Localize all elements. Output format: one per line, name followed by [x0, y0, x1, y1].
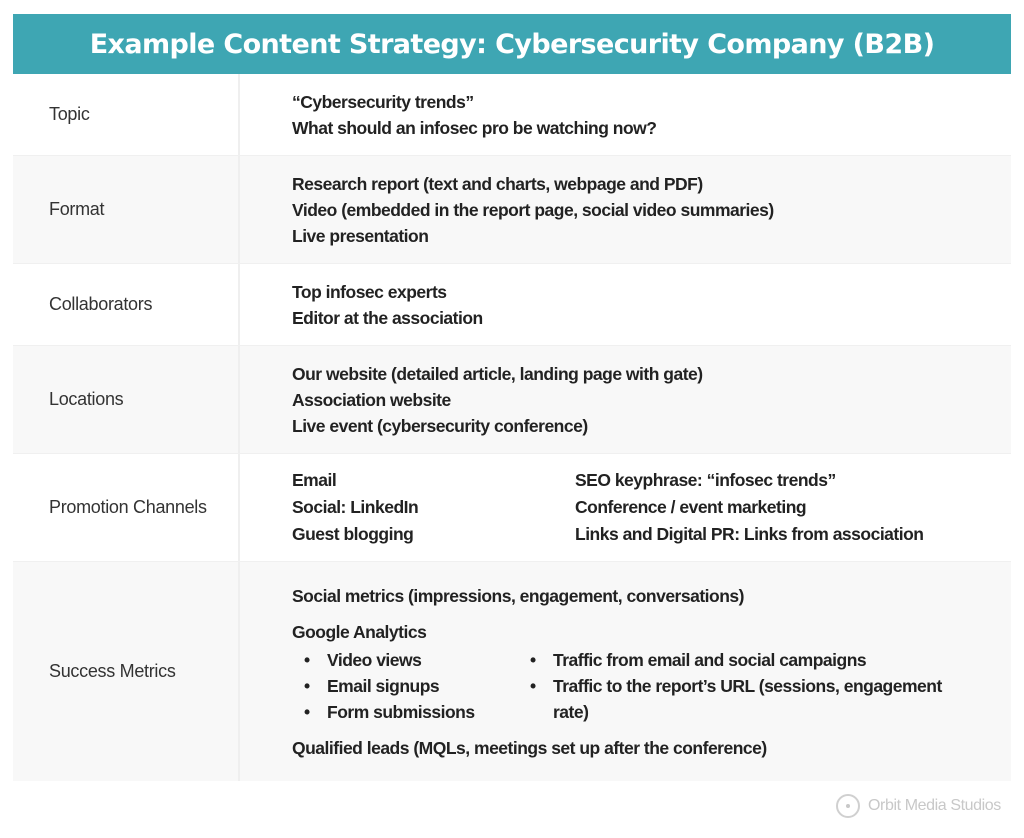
row-label: Topic [13, 74, 240, 155]
content-line: Editor at the association [292, 307, 483, 328]
ga-list-2: Traffic from email and social campaigns … [518, 647, 958, 725]
content-line: Our website (detailed article, landing p… [292, 363, 703, 384]
row-label: Promotion Channels [13, 454, 240, 561]
row-promotion-channels: Promotion Channels Email Social: LinkedI… [13, 454, 1011, 562]
row-topic: Topic “Cybersecurity trends” What should… [13, 74, 1011, 156]
content-line: Video (embedded in the report page, soci… [292, 199, 774, 220]
promotion-column-2: SEO keyphrase: “infosec trends” Conferen… [575, 467, 924, 548]
social-metrics: Social metrics (impressions, engagement,… [292, 585, 744, 606]
row-success-metrics: Success Metrics Social metrics (impressi… [13, 562, 1011, 781]
row-label: Format [13, 156, 240, 263]
qualified-leads: Qualified leads (MQLs, meetings set up a… [292, 737, 767, 758]
ga-columns: Video views Email signups Form submissio… [292, 647, 1011, 725]
row-label: Locations [13, 346, 240, 453]
content-line: Live event (cybersecurity conference) [292, 415, 588, 436]
channel-item: Email [292, 470, 337, 490]
row-label: Collaborators [13, 264, 240, 345]
bullet-item: Traffic from email and social campaigns [518, 647, 958, 673]
content-strategy-table: Example Content Strategy: Cybersecurity … [13, 14, 1011, 781]
promotion-columns: Email Social: LinkedIn Guest blogging SE… [292, 467, 1011, 548]
channel-item: Links and Digital PR: Links from associa… [575, 524, 924, 544]
promotion-column-1: Email Social: LinkedIn Guest blogging [292, 467, 575, 548]
row-content: Top infosec experts Editor at the associ… [240, 264, 1011, 345]
content-line: “Cybersecurity trends” [292, 91, 474, 112]
channel-item: Conference / event marketing [575, 497, 807, 517]
bullet-item: Form submissions [292, 699, 518, 725]
row-content: “Cybersecurity trends” What should an in… [240, 74, 1011, 155]
channel-item: Social: LinkedIn [292, 497, 419, 517]
orbit-circle-icon [836, 794, 860, 818]
row-label: Success Metrics [13, 562, 240, 781]
row-content: Research report (text and charts, webpag… [240, 156, 1011, 263]
row-content: Social metrics (impressions, engagement,… [240, 562, 1011, 781]
bullet-item: Video views [292, 647, 518, 673]
bullet-item: Traffic to the report’s URL (sessions, e… [518, 673, 958, 725]
content-line: Research report (text and charts, webpag… [292, 173, 703, 194]
logo-text: Orbit Media Studios [868, 797, 1001, 814]
bullet-item: Email signups [292, 673, 518, 699]
ga-list-1: Video views Email signups Form submissio… [292, 647, 518, 725]
row-content: Email Social: LinkedIn Guest blogging SE… [240, 454, 1011, 561]
table-title: Example Content Strategy: Cybersecurity … [13, 14, 1011, 74]
content-line: What should an infosec pro be watching n… [292, 117, 657, 138]
orbit-media-logo: Orbit Media Studios [836, 794, 1001, 818]
channel-item: SEO keyphrase: “infosec trends” [575, 470, 836, 490]
content-line: Live presentation [292, 225, 429, 246]
row-locations: Locations Our website (detailed article,… [13, 346, 1011, 454]
channel-item: Guest blogging [292, 524, 414, 544]
row-format: Format Research report (text and charts,… [13, 156, 1011, 264]
content-line: Association website [292, 389, 451, 410]
ga-heading: Google Analytics [292, 621, 427, 642]
content-line: Top infosec experts [292, 281, 447, 302]
row-collaborators: Collaborators Top infosec experts Editor… [13, 264, 1011, 346]
row-content: Our website (detailed article, landing p… [240, 346, 1011, 453]
